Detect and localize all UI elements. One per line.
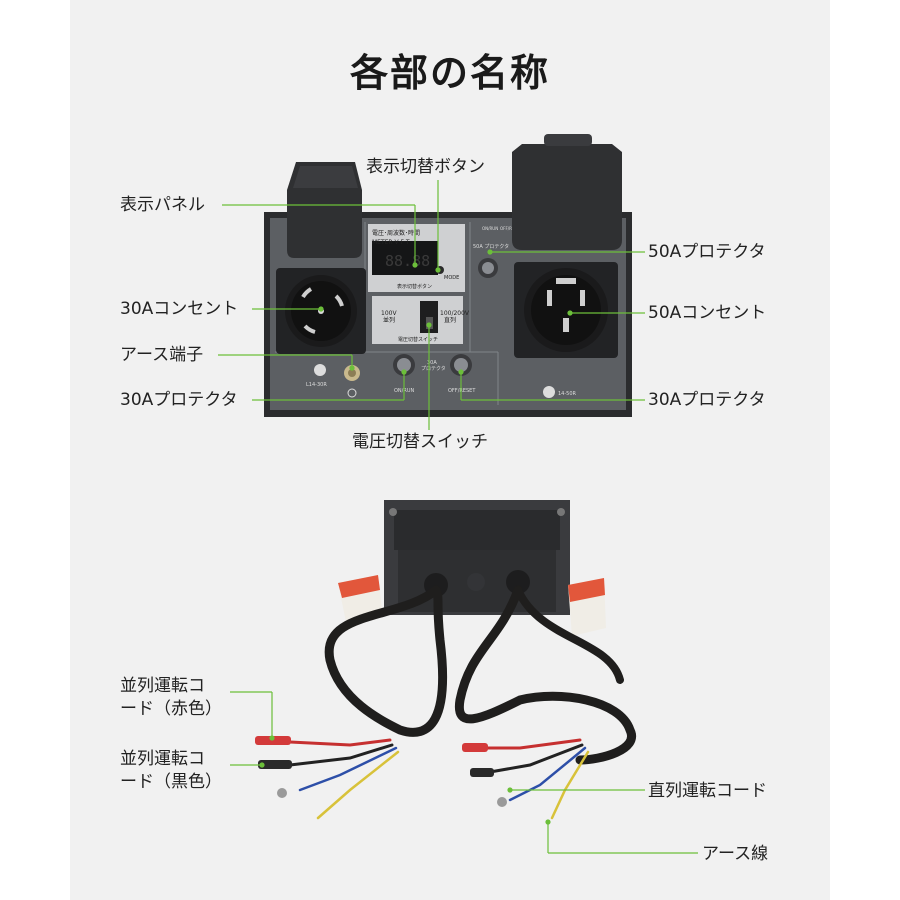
- plugs: [255, 736, 507, 807]
- illustration-background: [70, 0, 830, 900]
- v200-line2: 直列: [444, 316, 456, 324]
- label-display-panel: 表示パネル: [120, 195, 205, 215]
- label-parallel-cord-red-line1: 並列運転コ: [120, 676, 205, 696]
- back-box: [384, 500, 570, 615]
- off-reset-right-text: OFF/RESET: [500, 226, 522, 231]
- protector-50a-knob: [478, 258, 498, 278]
- display-header-text: 電圧･周波数･時間: [372, 229, 420, 237]
- label-series-cord: 直列運転コード: [648, 781, 767, 801]
- outlet-30a-cover: [287, 162, 362, 258]
- off-reset-text: OFF/RESET: [448, 388, 476, 394]
- leader-lines-bottom: [230, 691, 698, 854]
- l14-30r-text: L14-30R: [306, 382, 327, 388]
- label-protector-30a-left: 30Aプロテクタ: [120, 390, 238, 410]
- label-ground-wire: アース線: [702, 844, 769, 864]
- protector30-line2: プロテクタ: [421, 365, 446, 372]
- label-parallel-cord-red-line2: ード（赤色）: [120, 699, 222, 719]
- r14-50r-text: 14-50R: [558, 391, 577, 397]
- outlet-50a: [514, 262, 618, 358]
- label-outlet-30a: 30Aコンセント: [120, 299, 239, 319]
- protector-30a-left-knob: [393, 354, 415, 376]
- warning-tag-right: [568, 578, 606, 636]
- label-protector-30a-right: 30Aプロテクタ: [648, 390, 766, 410]
- page-title: 各部の名称: [349, 51, 550, 95]
- leader-lines-top: [218, 180, 645, 430]
- on-run-right-text: ON/RUN: [482, 226, 498, 231]
- label-display-switch-button: 表示切替ボタン: [366, 157, 485, 177]
- lcd-digits: 88.88: [385, 252, 430, 270]
- protector-30a-right-knob: [450, 354, 472, 376]
- v100-line2: 並列: [383, 316, 395, 324]
- label-protector-50a: 50Aプロテクタ: [648, 242, 766, 262]
- v200-line1: 100/200V: [440, 310, 470, 317]
- ground-terminal: [344, 365, 360, 398]
- outlet-50a-cover: [512, 134, 622, 250]
- display-button-caption: 表示切替ボタン: [397, 283, 432, 290]
- label-parallel-cord-black-line1: 並列運転コ: [120, 749, 205, 769]
- protector50-text: 50A プロテクタ: [473, 243, 509, 250]
- cables: [288, 585, 636, 820]
- voltage-switch-caption: 電圧切替スイッチ: [398, 336, 438, 343]
- protector30-line1: 30A: [427, 360, 437, 366]
- meter-mode-text: METER·V·F·T: [372, 239, 410, 246]
- mode-text: MODE: [444, 275, 459, 281]
- warning-tag-left: [338, 575, 382, 622]
- label-outlet-50a: 50Aコンセント: [648, 303, 767, 323]
- label-ground-terminal: アース端子: [120, 345, 204, 365]
- label-parallel-cord-black-line2: ード（黒色）: [120, 772, 222, 792]
- v100-line1: 100V: [381, 310, 397, 317]
- label-voltage-switch: 電圧切替スイッチ: [352, 432, 488, 452]
